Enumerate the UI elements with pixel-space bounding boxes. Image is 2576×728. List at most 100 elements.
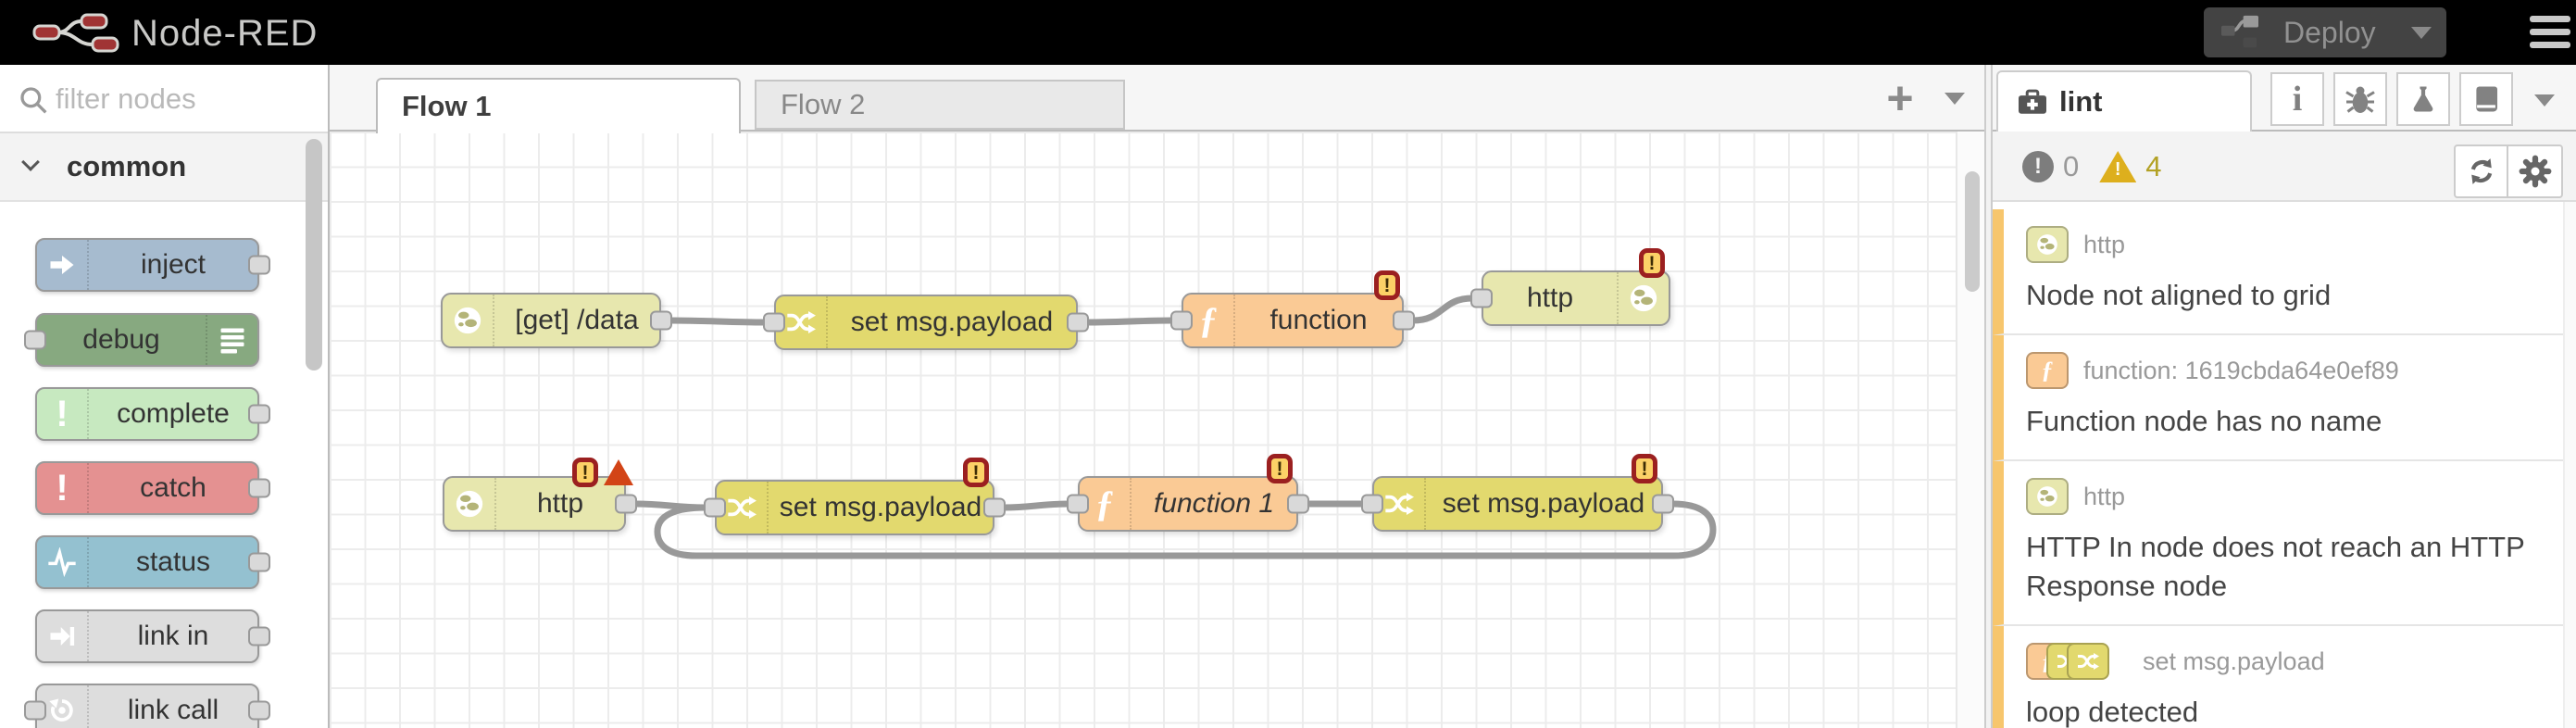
tab-debug-button[interactable] [2333, 72, 2387, 126]
output-port[interactable] [248, 478, 270, 498]
sidebar-splitter[interactable] [1984, 65, 1993, 728]
tab-lint[interactable]: lint [1996, 70, 2252, 132]
palette-category-common[interactable]: common [0, 133, 328, 202]
palette-search[interactable] [0, 65, 328, 133]
input-port[interactable] [24, 330, 46, 350]
output-port[interactable] [1067, 312, 1089, 333]
warning-badge[interactable]: ! [1632, 454, 1657, 483]
lint-issue[interactable]: ƒ set msg.payload loop detected [1993, 626, 2563, 728]
output-port[interactable] [248, 255, 270, 275]
warning-badge[interactable]: ! [1267, 454, 1293, 483]
issue-message: loop detected [2026, 696, 2199, 728]
info-icon: i [2292, 80, 2303, 119]
warning-badge[interactable]: ! [1639, 248, 1665, 278]
add-flow-button[interactable]: + [1872, 70, 1928, 126]
wire[interactable] [1412, 295, 1473, 324]
settings-button[interactable] [2508, 146, 2561, 196]
output-port[interactable] [1287, 494, 1309, 514]
deploy-icon [2221, 15, 2258, 48]
deploy-button[interactable]: Deploy [2204, 7, 2446, 57]
http-node-icon [2026, 478, 2069, 515]
lint-issue[interactable]: http Node not aligned to grid [1993, 209, 2563, 335]
output-port[interactable] [248, 404, 270, 424]
flow-canvas[interactable]: [get] /data set msg.payload ƒ function !… [330, 132, 1984, 728]
node-label: http [536, 488, 584, 519]
palette-node-label: status [135, 546, 211, 577]
node-label: [get] /data [515, 305, 639, 335]
main-menu-button[interactable] [2530, 16, 2570, 55]
input-port[interactable] [1470, 288, 1493, 308]
wire[interactable] [1003, 500, 1069, 511]
palette-node-complete[interactable]: ! complete [35, 387, 270, 441]
palette-node-link-in[interactable]: link in [35, 609, 270, 663]
palette-node-catch[interactable]: ! catch [35, 461, 270, 515]
warning-badge[interactable]: ! [1374, 270, 1400, 300]
lint-issue[interactable]: ƒ function: 1619cbda64e0ef89 Function no… [1993, 335, 2563, 461]
lint-issue-list: http Node not aligned to grid ƒ function… [1993, 209, 2563, 728]
canvas-node-http-in-get-data[interactable]: [get] /data [441, 293, 672, 348]
tab-flow-2[interactable]: Flow 2 [755, 80, 1125, 130]
input-port[interactable] [704, 497, 726, 518]
input-port[interactable] [24, 700, 46, 721]
canvas-node-http-response-1[interactable]: http [1470, 270, 1670, 326]
tab-help-button[interactable] [2459, 72, 2513, 126]
globe-icon [1617, 272, 1669, 324]
input-port[interactable] [763, 312, 785, 333]
output-port[interactable] [983, 497, 1006, 518]
function-icon: ƒ [1080, 478, 1132, 530]
change-node-icon [2067, 643, 2109, 680]
sidebar-tabs-caret-icon[interactable] [2534, 94, 2555, 107]
wire[interactable] [1086, 317, 1173, 326]
canvas-node-change-3[interactable]: set msg.payload [1361, 476, 1674, 532]
error-count: 0 [2063, 150, 2080, 182]
shuffle-icon [717, 482, 769, 533]
output-port[interactable] [248, 700, 270, 721]
flow-list-caret-icon[interactable] [1945, 93, 1965, 105]
warning-count: 4 [2145, 150, 2162, 182]
canvas-node-change-2[interactable]: set msg.payload [704, 480, 1006, 535]
output-port[interactable] [650, 310, 672, 331]
shuffle-icon [1374, 478, 1426, 530]
output-port[interactable] [248, 626, 270, 646]
tab-flow-1[interactable]: Flow 1 [376, 78, 741, 133]
output-port[interactable] [615, 494, 637, 514]
canvas-node-change-1[interactable]: set msg.payload [763, 295, 1089, 350]
palette-node-label: link call [127, 695, 219, 725]
input-port[interactable] [1170, 310, 1193, 331]
issue-node-label: http [2083, 230, 2126, 258]
input-port[interactable] [1361, 494, 1383, 514]
tab-config-button[interactable] [2396, 72, 2450, 126]
output-port[interactable] [1652, 494, 1674, 514]
tab-label: Flow 2 [781, 88, 866, 120]
link-call-icon [37, 685, 89, 728]
canvas-scrollbar[interactable] [1956, 132, 1984, 728]
palette-node-label: inject [140, 249, 206, 280]
output-port[interactable] [1393, 310, 1415, 331]
issue-node-label: set msg.payload [2143, 646, 2325, 675]
wire-loop[interactable] [654, 500, 1717, 559]
deploy-caret-icon[interactable] [2410, 26, 2432, 39]
palette-scrollbar[interactable] [306, 139, 322, 370]
canvas-scrollbar-thumb[interactable] [1965, 171, 1980, 292]
wire[interactable] [669, 317, 766, 326]
search-input[interactable] [56, 76, 306, 122]
warning-badge[interactable]: ! [572, 458, 598, 487]
sidebar-tab-label: lint [2059, 85, 2103, 118]
palette-node-debug[interactable]: debug [24, 313, 259, 367]
warning-badge[interactable]: ! [963, 458, 989, 487]
input-port[interactable] [1067, 494, 1089, 514]
tab-info-button[interactable]: i [2270, 72, 2324, 126]
output-port[interactable] [248, 552, 270, 572]
function-icon: ƒ [1183, 295, 1235, 346]
canvas-node-http-in-2[interactable]: http [443, 476, 637, 532]
canvas-node-function-1[interactable]: ƒ function 1 [1067, 476, 1309, 532]
sidebar-scrollbar[interactable] [2563, 202, 2576, 728]
refresh-button[interactable] [2456, 146, 2508, 196]
issue-message: HTTP In node does not reach an HTTP Resp… [2026, 531, 2525, 602]
palette-node-link-call[interactable]: link call [24, 684, 270, 728]
lint-issue[interactable]: http HTTP In node does not reach an HTTP… [1993, 461, 2563, 626]
palette-node-status[interactable]: status [35, 535, 270, 589]
canvas-node-function[interactable]: ƒ function [1170, 293, 1415, 348]
palette-node-inject[interactable]: inject [35, 238, 270, 292]
node-label: function 1 [1153, 488, 1275, 519]
